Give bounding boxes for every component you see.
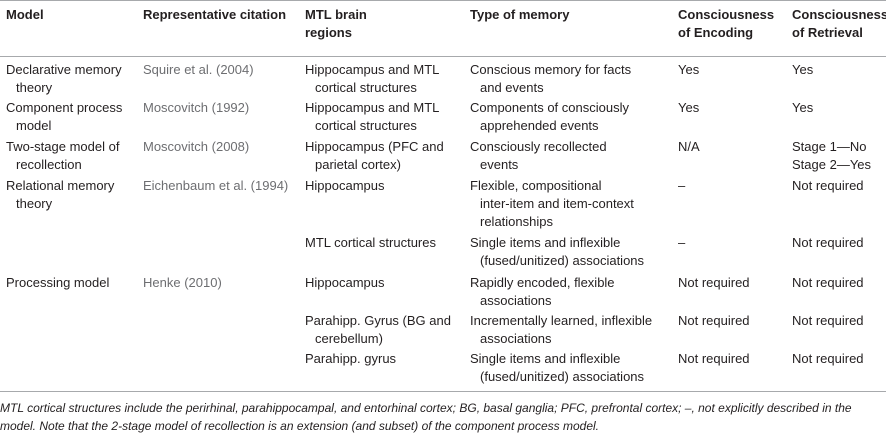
cell-regions: Parahipp. gyrus [305,351,397,366]
cell-regions: Hippocampus and MTL cortical structures [305,100,440,133]
header-model: Model [6,7,44,22]
cell-regions: Hippocampus [305,275,385,290]
cell-regions: Hippocampus [305,178,385,193]
cell-encoding: N/A [678,139,700,154]
header-retrieval: Consciousness of Retrieval [792,7,886,40]
cell-model: Two-stage model of recollection [6,139,120,172]
cell-model: Relational memory theory [6,178,115,211]
cell-memory: Consciously recollected events [470,139,607,172]
cell-retrieval: Not required [792,178,864,193]
cell-regions: Hippocampus and MTL cortical structures [305,62,440,95]
cell-memory: Flexible, compositional inter-item and i… [470,178,634,229]
cell-retrieval: Stage 1—No Stage 2—Yes [792,139,872,172]
cell-retrieval: Yes [792,62,814,77]
cell-model: Component process model [6,100,123,133]
table-header-rule [0,56,886,57]
cell-retrieval: Not required [792,275,864,290]
cell-regions: Parahipp. Gyrus (BG and cerebellum) [305,313,451,346]
cell-memory: Components of consciously apprehended ev… [470,100,629,133]
cell-encoding: – [678,235,686,250]
cell-citation: Henke (2010) [143,275,222,290]
cell-citation: Moscovitch (1992) [143,100,250,115]
cell-retrieval: Not required [792,313,864,328]
header-encoding: Consciousness of Encoding [678,7,775,40]
cell-retrieval: Not required [792,351,864,366]
cell-memory: Rapidly encoded, flexible associations [470,275,615,308]
cell-encoding: Not required [678,313,750,328]
cell-memory: Single items and inflexible (fused/uniti… [470,351,645,384]
cell-retrieval: Not required [792,235,864,250]
cell-citation: Moscovitch (2008) [143,139,250,154]
header-memory: Type of memory [470,7,570,22]
cell-retrieval: Yes [792,100,814,115]
table-footnote: MTL cortical structures include the peri… [0,401,852,433]
cell-citation: Eichenbaum et al. (1994) [143,178,289,193]
header-regions: MTL brain regions [305,7,367,40]
cell-regions: Hippocampus (PFC and parietal cortex) [305,139,444,172]
table-top-rule [0,0,886,1]
cell-memory: Conscious memory for facts and events [470,62,632,95]
cell-regions: MTL cortical structures [305,235,436,250]
cell-encoding: Not required [678,351,750,366]
cell-model: Processing model [6,275,110,290]
table-bottom-rule [0,391,886,392]
cell-model: Declarative memory theory [6,62,122,95]
cell-encoding: Yes [678,62,700,77]
header-citation: Representative citation [143,7,287,22]
cell-encoding: Yes [678,100,700,115]
cell-encoding: – [678,178,686,193]
cell-memory: Incrementally learned, inflexible associ… [470,313,653,346]
cell-memory: Single items and inflexible (fused/uniti… [470,235,645,268]
cell-citation: Squire et al. (2004) [143,62,254,77]
cell-encoding: Not required [678,275,750,290]
